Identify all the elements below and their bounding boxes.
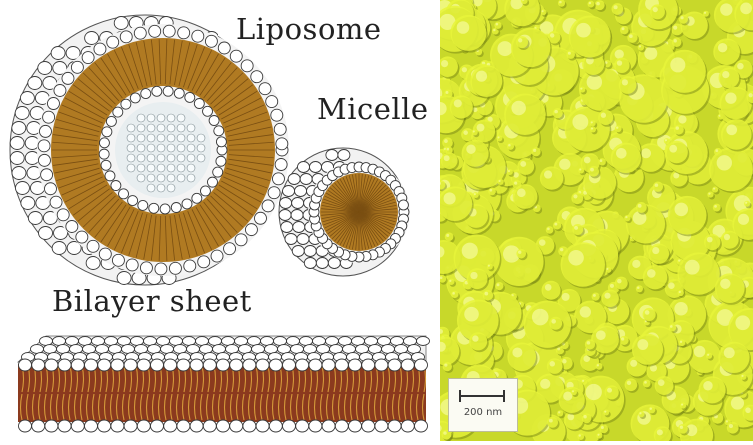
liposome-illustration — [10, 15, 289, 285]
micrograph-image — [440, 0, 753, 441]
micrograph-texture — [440, 0, 753, 441]
scale-bar-label: 200 nm — [449, 407, 517, 418]
micelle-label: Micelle — [317, 92, 429, 126]
bilayer-sheet-label: Bilayer sheet — [52, 284, 252, 318]
micelle-illustration — [279, 148, 410, 276]
lipid-schematics — [0, 0, 440, 441]
bilayer-sheet-illustration — [18, 336, 430, 432]
scale-bar — [459, 395, 505, 397]
liposome-label: Liposome — [236, 12, 382, 46]
scale-bar-box: 200 nm — [448, 378, 518, 432]
